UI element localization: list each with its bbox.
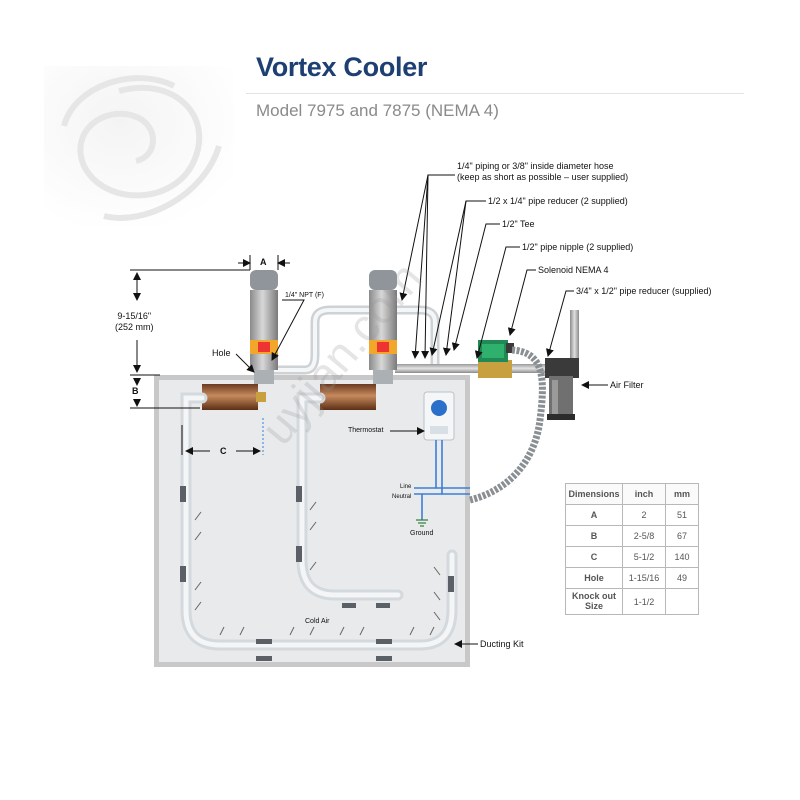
table-cell-name: A — [565, 504, 623, 526]
title-divider — [246, 93, 744, 94]
dim-height-mm: (252 mm) — [115, 322, 154, 333]
callout-pipe-nipple: 1/2" pipe nipple (2 supplied) — [522, 242, 634, 252]
label-cold-air: Cold Air — [305, 618, 330, 625]
callout-npt: 1/4" NPT (F) — [285, 292, 324, 299]
callout-reducer-supplied: 3/4" x 1/2" pipe reducer (supplied) — [576, 286, 712, 296]
table-cell-mm — [665, 588, 699, 615]
swirl-graphic — [44, 66, 234, 226]
vertical-pipe — [570, 310, 579, 370]
table-cell-name: Knock out Size — [565, 588, 623, 615]
label-line: Line — [400, 484, 412, 490]
callout-piping: 1/4" piping or 3/8" inside diameter hose… — [457, 161, 628, 184]
solenoid-valve — [478, 340, 514, 378]
label-neutral: Neutral — [392, 494, 412, 500]
table-header-inch: inch — [622, 483, 666, 505]
table-cell-name: C — [565, 546, 623, 568]
table-cell-inch: 2-5/8 — [622, 525, 666, 547]
dimensions-table: Dimensions inch mm A 2 51 B 2-5/8 67 C 5… — [565, 483, 699, 615]
dim-label-a: A — [260, 257, 267, 267]
callout-tee: 1/2" Tee — [502, 219, 535, 229]
table-cell-inch: 2 — [622, 504, 666, 526]
callout-thermostat: Thermostat — [348, 427, 384, 434]
enclosure-panel — [159, 380, 465, 662]
table-row: A 2 51 — [565, 504, 699, 526]
label-ground: Ground — [410, 530, 434, 537]
callout-piping-line1: 1/4" piping or 3/8" inside diameter hose — [457, 161, 614, 171]
dim-height-inch: 9-15/16" — [117, 311, 152, 321]
table-header-row: Dimensions inch mm — [565, 483, 699, 505]
feed-pipe — [395, 364, 555, 373]
vortex-cooler-left — [202, 270, 278, 410]
table-header-mm: mm — [665, 483, 699, 505]
table-cell-name: Hole — [565, 567, 623, 589]
callout-air-filter: Air Filter — [610, 380, 644, 390]
dim-label-height: 9-15/16" (252 mm) — [115, 311, 154, 334]
table-cell-mm: 140 — [665, 546, 699, 568]
dim-label-c: C — [220, 446, 227, 456]
table-row: Knock out Size 1-1/2 — [565, 588, 699, 615]
table-cell-inch: 1-15/16 — [622, 567, 666, 589]
table-header-dimensions: Dimensions — [565, 483, 623, 505]
thermostat — [423, 391, 455, 441]
page-subtitle: Model 7975 and 7875 (NEMA 4) — [256, 101, 499, 120]
dim-label-b: B — [132, 386, 139, 396]
air-filter — [545, 358, 579, 420]
table-cell-inch: 1-1/2 — [622, 588, 666, 615]
table-cell-mm: 51 — [665, 504, 699, 526]
table-row: B 2-5/8 67 — [565, 525, 699, 547]
callout-hole: Hole — [212, 348, 231, 358]
vortex-cooler-right — [320, 270, 397, 410]
table-cell-mm: 67 — [665, 525, 699, 547]
callout-solenoid: Solenoid NEMA 4 — [538, 265, 609, 275]
table-cell-inch: 5-1/2 — [622, 546, 666, 568]
table-cell-mm: 49 — [665, 567, 699, 589]
callout-piping-line2: (keep as short as possible – user suppli… — [457, 172, 629, 183]
table-row: Hole 1-15/16 49 — [565, 567, 699, 589]
table-row: C 5-1/2 140 — [565, 546, 699, 568]
table-cell-name: B — [565, 525, 623, 547]
callout-pipe-reducer: 1/2 x 1/4" pipe reducer (2 supplied) — [488, 196, 628, 206]
page-title: Vortex Cooler — [256, 52, 428, 82]
callout-ducting-kit: Ducting Kit — [480, 639, 524, 649]
